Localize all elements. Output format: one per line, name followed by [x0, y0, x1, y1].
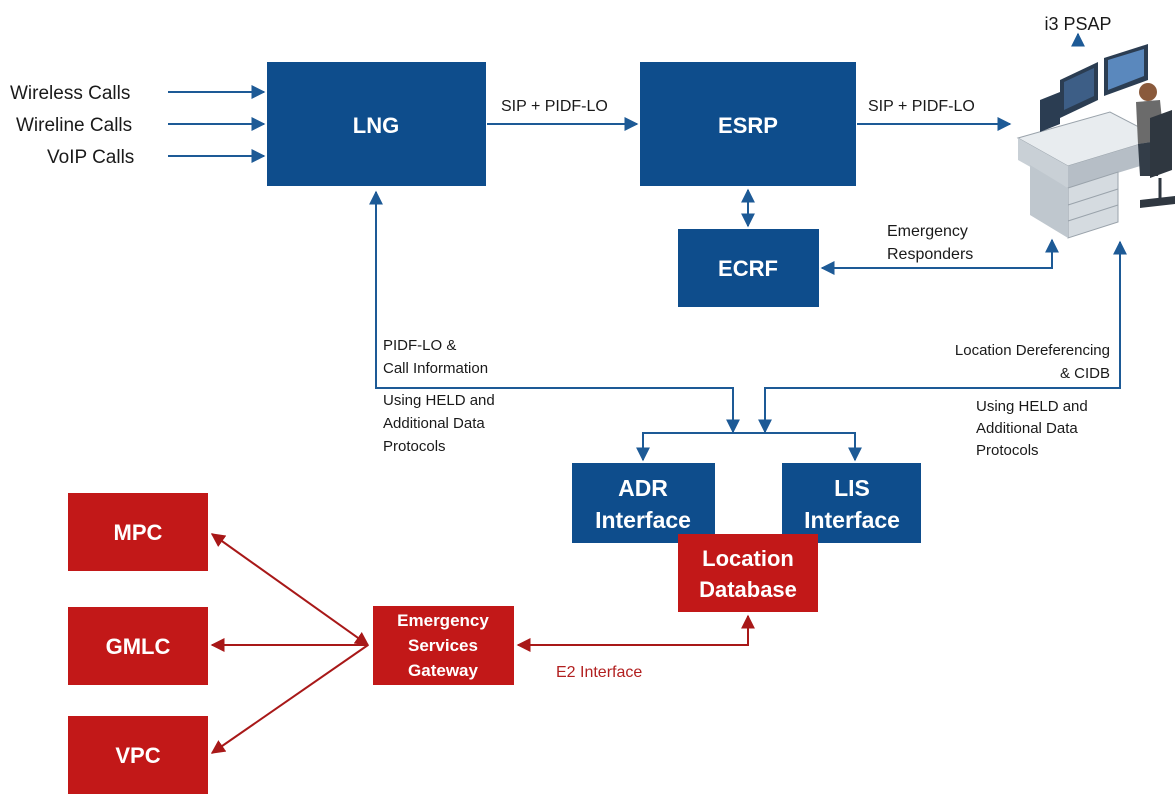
pidf-call-label-1: PIDF-LO &: [383, 337, 456, 354]
lis-interface-node[interactable]: LIS Interface: [782, 463, 921, 543]
lis-label-1: LIS: [834, 475, 870, 501]
loc-deref-label-1: Location Dereferencing: [955, 342, 1110, 359]
held-right-label-1: Using HELD and: [976, 398, 1088, 415]
lng-location-arrow: [369, 190, 740, 434]
ecrf-label: ECRF: [718, 256, 778, 281]
esgw-label-2: Services: [408, 636, 478, 655]
held-right-label-2: Additional Data: [976, 420, 1078, 437]
esgw-locdb-arrow: [516, 614, 755, 652]
vpc-label: VPC: [115, 743, 160, 768]
esgw-label-3: Gateway: [408, 661, 478, 680]
gmlc-label: GMLC: [106, 634, 171, 659]
esgw-mpc-arrow: [210, 533, 370, 646]
lng-label: LNG: [353, 113, 399, 138]
lis-label-2: Interface: [804, 507, 900, 533]
ecrf-node[interactable]: ECRF: [678, 229, 819, 307]
voip-calls-label: VoIP Calls: [47, 147, 134, 168]
sip-pidf-label-2: SIP + PIDF-LO: [868, 98, 975, 115]
lng-node[interactable]: LNG: [267, 62, 486, 186]
loc-deref-label-2: & CIDB: [1060, 365, 1110, 382]
held-left-label-1: Using HELD and: [383, 392, 495, 409]
gmlc-node[interactable]: GMLC: [68, 607, 208, 685]
location-db-label-2: Database: [699, 577, 797, 602]
adr-label-2: Interface: [595, 507, 691, 533]
adr-interface-node[interactable]: ADR Interface: [572, 463, 715, 543]
esgw-label-1: Emergency: [397, 611, 489, 630]
wireless-calls-label: Wireless Calls: [10, 83, 130, 104]
mpc-label: MPC: [114, 520, 163, 545]
vpc-node[interactable]: VPC: [68, 716, 208, 794]
held-right-label-3: Protocols: [976, 442, 1039, 459]
mpc-node[interactable]: MPC: [68, 493, 208, 571]
sip-pidf-label-1: SIP + PIDF-LO: [501, 98, 608, 115]
held-left-label-2: Additional Data: [383, 415, 485, 432]
esgw-vpc-arrow: [210, 644, 369, 754]
location-db-label-1: Location: [702, 546, 794, 571]
emergency-responders-label-2: Responders: [887, 246, 973, 263]
e2-interface-label: E2 Interface: [556, 664, 642, 681]
esrp-label: ESRP: [718, 113, 778, 138]
psap-workstation-illustration: [1016, 44, 1175, 239]
wireline-calls-label: Wireline Calls: [16, 115, 132, 136]
psap-location-arrow: [758, 240, 1127, 434]
esrp-node[interactable]: ESRP: [640, 62, 856, 186]
emergency-responders-label-1: Emergency: [887, 223, 968, 240]
location-database-node[interactable]: Location Database: [678, 534, 818, 612]
interface-distribution-line: [642, 432, 856, 454]
esgw-node[interactable]: Emergency Services Gateway: [373, 606, 514, 685]
held-left-label-3: Protocols: [383, 438, 446, 455]
pidf-call-label-2: Call Information: [383, 360, 488, 377]
i3-psap-label: i3 PSAP: [1044, 14, 1111, 34]
adr-label-1: ADR: [618, 475, 668, 501]
